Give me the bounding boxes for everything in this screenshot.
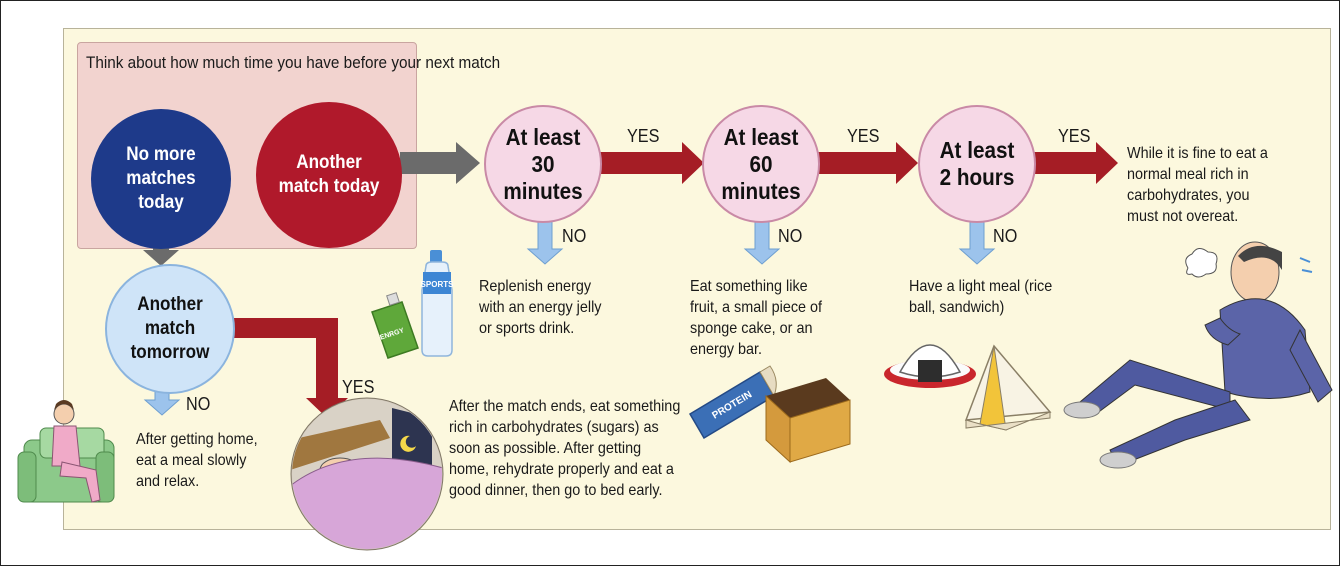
no-more-matches-circle: No more matches today [91,109,231,249]
rice-ball-illustration [884,344,976,388]
no-label-2h: NO [993,226,1018,246]
svg-text:SPORTS: SPORTS [421,280,455,289]
sponge-cake-illustration [765,378,851,464]
yes-label-1: YES [627,126,660,146]
time-question-text: Think about how much time you have befor… [86,53,501,72]
no-label-30: NO [562,226,587,246]
at-least-2-hours-circle: At least 2 hours [918,105,1036,223]
no-arrow-30 [526,217,564,265]
bed-early-outcome-text: After the match ends, eat something rich… [449,398,681,499]
relaxing-person-illustration [17,400,115,503]
sandwich-illustration [964,344,1052,431]
yes-arrow-30-to-60 [598,142,704,184]
at-least-2-hours-label: At least 2 hours [939,137,1015,190]
no-more-matches-label: No more matches today [126,144,196,213]
normal-meal-outcome-text: While it is fine to eat a normal meal ri… [1127,145,1268,225]
light-meal-outcome-text: Have a light meal (rice ball, sandwich) [909,278,1053,316]
yes-arrow-2h-to-end [1034,142,1118,184]
gray-arrow-down [143,236,179,266]
at-least-60-minutes-label: At least 60 minutes [721,123,801,204]
another-match-tomorrow-circle: Another match tomorrow [105,264,235,394]
at-least-30-minutes-label: At least 30 minutes [503,123,583,204]
no-label-tomorrow: NO [186,394,211,414]
gray-arrow-right [400,142,480,184]
yes-label-2: YES [847,126,880,146]
protein-bar-illustration: PROTEIN [688,365,777,440]
energy-jelly-outcome-text: Replenish energy with an energy jelly or… [479,278,602,337]
no-arrow-2h [958,217,996,265]
yes-arrow-tomorrow [220,318,348,418]
yes-label-tomorrow: YES [342,377,375,397]
another-match-tomorrow-label: Another match tomorrow [130,294,210,363]
tired-person-illustration [1063,241,1333,469]
energy-jelly-illustration: ENRGY [371,292,419,359]
another-match-today-label: Another match today [278,152,380,197]
sports-drink-illustration: SPORTS [421,250,455,357]
fruit-outcome-text: Eat something like fruit, a small piece … [690,278,823,358]
relax-outcome-text: After getting home, eat a meal slowly an… [136,431,258,490]
at-least-30-minutes-circle: At least 30 minutes [484,105,602,223]
yes-arrow-60-to-2h [816,142,918,184]
sleeping-illustration [290,397,444,551]
another-match-today-circle: Another match today [256,102,402,248]
no-label-60: NO [778,226,803,246]
no-arrow-60 [743,217,781,265]
yes-label-3: YES [1058,126,1091,146]
at-least-60-minutes-circle: At least 60 minutes [702,105,820,223]
